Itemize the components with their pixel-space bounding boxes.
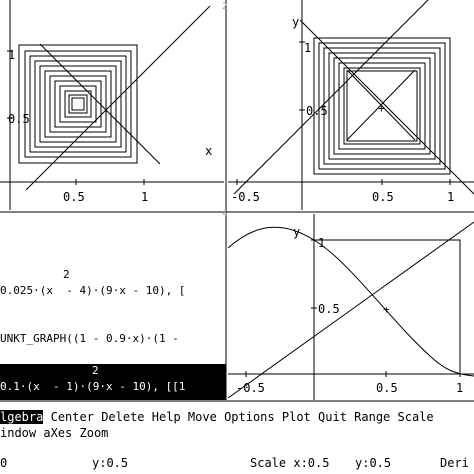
cobweb-square [313,37,451,175]
tick-label-x: -0.5 [236,381,265,395]
menu-item-scale[interactable]: Scale [397,410,434,424]
fixed-point-marker: + [378,102,385,115]
cobweb-square [68,94,88,114]
cobweb-square [34,60,122,148]
tick-label-x: 0.5 [376,381,398,395]
window-marker-top: 2 [222,2,227,12]
tick-label-x: 0.5 [372,190,394,204]
cobweb-squares [313,37,451,175]
tick-label-y: 1 [304,41,311,55]
axis-label-x: x [205,144,212,158]
algebra-expression-2[interactable]: UNKT_GRAPH((1 - 0.9·x)·(1 - [0,332,179,345]
cobweb-square [323,47,441,165]
expr3-exponent: 2 [92,364,99,377]
tick-label-x: -0.5 [231,190,260,204]
cobweb-square [71,97,85,111]
cobweb-square [24,50,132,158]
cobweb-square [338,62,426,150]
cobweb-square [346,70,418,142]
menu-item-indow[interactable]: indow [0,426,37,440]
cobweb-square [29,55,127,153]
sine-curve [227,226,474,377]
diagonal-line [233,0,429,195]
tick-label-x: 1 [141,190,148,204]
menu-row-1: lgebra Center Delete Help Move Options P… [0,410,434,425]
plot-window-top-right[interactable]: -0.5 0.5 1 1 0.5 y + [228,0,474,210]
cobweb-square [18,44,138,164]
algebra-expression-3-highlighted[interactable]: 2 0.1·(x - 1)·(9·x - 10), [[1 [0,364,226,400]
algebra-expression-1[interactable]: 0.025·(x - 4)·(9·x - 10), [ [0,284,186,297]
cobweb-square [39,65,117,143]
curve-line [39,43,161,165]
menu-item-range[interactable]: Range [354,410,391,424]
fixed-point-marker: + [383,303,390,316]
cobweb-box [313,239,461,375]
tick-label-x: 0.5 [63,190,85,204]
cobweb-square [49,75,107,133]
plot-windows: 2 4 0.5 1 1 0.5 x -0.5 0.5 1 1 0.5 y [0,0,474,402]
cobweb-square [44,70,112,138]
command-menu: lgebra Center Delete Help Move Options P… [0,406,474,444]
tick-label-x: 1 [447,190,454,204]
tick-label-y: 1 [318,236,325,250]
tick-label-y: 1 [8,48,15,62]
menu-item-options[interactable]: Options [224,410,275,424]
menu-item-delete[interactable]: Delete [101,410,145,424]
menu-item-plot[interactable]: Plot [281,410,311,424]
inner-diagonal [346,69,416,141]
cobweb-square [343,67,421,145]
tick-label-y: 0.5 [318,302,340,316]
window-frame [0,0,474,402]
axis-label-y: y [293,225,300,239]
menu-row-2: indow aXes Zoom [0,426,108,441]
menu-item-move[interactable]: Move [187,410,217,424]
expr1-exponent: 2 [63,268,70,281]
diagonal-line [25,5,211,191]
menu-item-center[interactable]: Center [50,410,94,424]
cobweb-square [318,42,446,170]
status-bar: 0 y:0.5 Scale x:0.5 y:0.5 Deri [0,456,474,474]
cobweb-square [54,80,102,128]
menu-item-lgebra[interactable]: lgebra [0,410,44,424]
menu-item-zoom[interactable]: Zoom [79,426,109,440]
diagonal-line [227,221,474,399]
status-y: y:0.5 [92,456,129,470]
algebra-window[interactable]: 2 0.025·(x - 4)·(9·x - 10), [ UNKT_GRAPH… [0,214,226,400]
plot-window-bottom-right[interactable]: -0.5 0.5 1 1 0.5 y + [227,214,474,400]
tick-label-x: 1 [456,381,463,395]
window-marker-middle: 4 [222,209,227,219]
cobweb-square [328,52,436,160]
cobweb-square [64,90,92,118]
axis-label-y: y [292,15,299,29]
status-scale-y: y:0.5 [355,456,392,470]
expr3-text: 0.1·(x - 1)·(9·x - 10), [[1 [0,380,186,393]
menu-item-quit[interactable]: Quit [318,410,347,424]
menu-item-axes[interactable]: aXes [43,426,73,440]
cobweb-square [333,57,431,155]
cobweb-squares [18,44,138,164]
status-left: 0 [0,456,8,470]
menu-item-help[interactable]: Help [151,410,181,424]
cobweb-square [59,85,97,123]
status-scale-x: Scale x:0.5 [250,456,330,470]
plot-window-top-left[interactable]: 0.5 1 1 0.5 x [0,0,224,210]
status-mode: Deri [440,456,469,470]
